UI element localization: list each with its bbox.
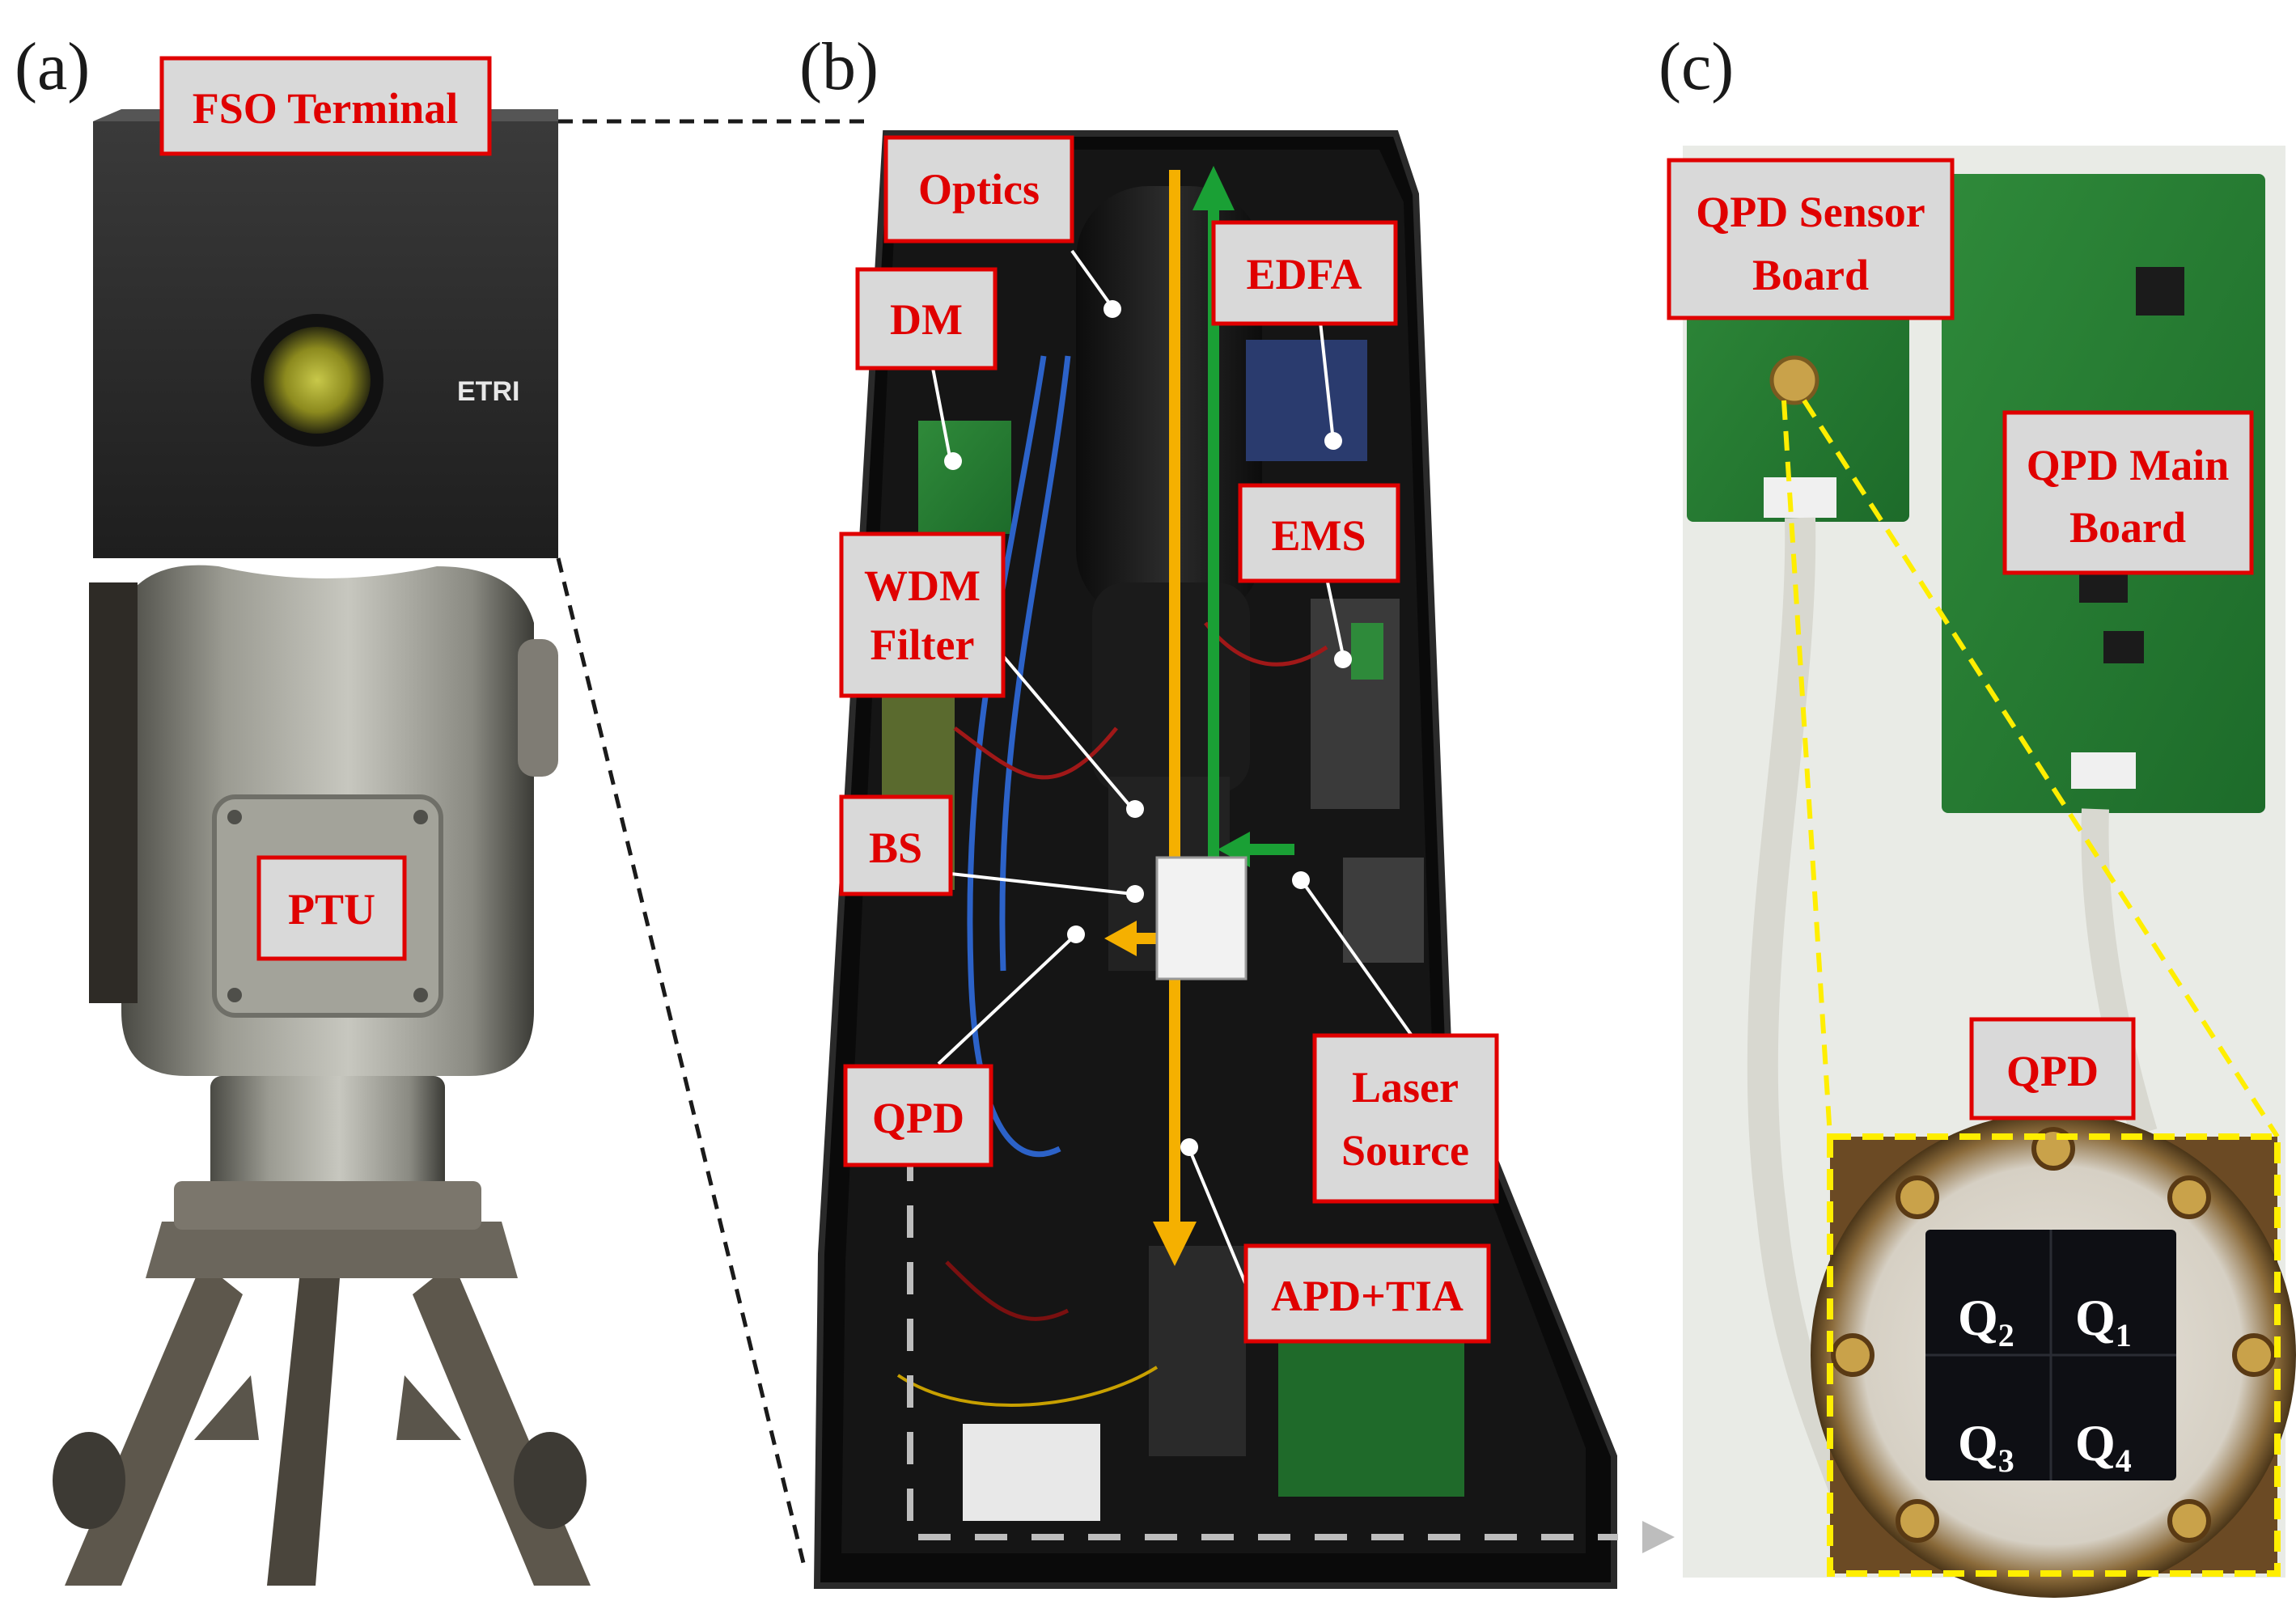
label-optics: Optics (883, 135, 1074, 244)
panel-a: (a) (15, 29, 591, 1586)
zoom-line-qpd-right (1802, 399, 2280, 1138)
label-ems: EMS (1238, 483, 1400, 583)
label-edfa: EDFA (1211, 220, 1398, 326)
qpd-pins (1831, 1127, 2276, 1543)
panel-b-tag: (b) (799, 29, 879, 104)
label-wdm-filter-line2: Filter (871, 620, 975, 669)
panel-a-tag: (a) (15, 29, 90, 104)
apd-board (1149, 1246, 1246, 1456)
label-laser-source: Laser Source (1312, 1033, 1499, 1204)
zoom-line-bottom (556, 557, 807, 1570)
label-qpd-sensor-board: QPD Sensor Board (1667, 158, 1955, 320)
label-optics-text: Optics (918, 165, 1040, 214)
pointer-lines (931, 249, 1413, 1295)
label-fso-terminal: FSO Terminal (159, 56, 492, 156)
quadrant-q2: Q2 (1958, 1289, 2014, 1353)
label-qpd-main-board: QPD Main Board (2002, 410, 2254, 575)
label-qpd-b: QPD (843, 1064, 993, 1167)
label-qpd-sensor-board-line1: QPD Sensor (1696, 188, 1925, 236)
beamsplitter-cube (1155, 856, 1248, 981)
label-fso-terminal-text: FSO Terminal (193, 84, 459, 133)
terminal-logo: ETRI (457, 376, 519, 407)
label-qpd-sensor-board-line2: Board (1752, 251, 1869, 299)
label-laser-source-line2: Source (1341, 1126, 1469, 1175)
label-dm-text: DM (890, 295, 963, 344)
qpd-zoom-inset: Q2 Q1 Q3 Q4 (1811, 1112, 2296, 1598)
label-wdm-filter: WDM Filter (839, 532, 1006, 698)
grey-dashed-path (907, 1149, 1618, 1540)
panel-c-tag: (c) (1658, 29, 1734, 104)
grey-arrow-head (1642, 1521, 1675, 1553)
quadrant-q4: Q4 (2075, 1414, 2132, 1479)
terminal-lens (264, 327, 371, 434)
panel-b: (b) (799, 29, 1675, 1589)
label-bs-text: BS (869, 824, 922, 872)
label-dm: DM (855, 267, 998, 371)
panel-c: (c) (1658, 29, 2296, 1598)
controller-board (1278, 1335, 1464, 1497)
label-apd-tia: APD+TIA (1243, 1243, 1491, 1344)
label-qpd-main-board-line2: Board (2069, 503, 2186, 552)
label-ptu: PTU (256, 855, 407, 961)
label-qpd-main-board-line1: QPD Main (2027, 441, 2230, 489)
edfa-module (1246, 340, 1367, 461)
pointer-dots (944, 300, 1352, 1156)
label-qpd-c: QPD (1969, 1017, 2136, 1120)
fso-terminal-box: ETRI (93, 109, 558, 558)
label-ems-text: EMS (1271, 511, 1366, 560)
dm-board (918, 421, 1011, 534)
label-edfa-text: EDFA (1247, 250, 1362, 299)
label-qpd-c-text: QPD (2006, 1047, 2099, 1095)
label-ptu-text: PTU (288, 885, 375, 934)
label-qpd-b-text: QPD (872, 1094, 964, 1142)
label-bs: BS (839, 794, 953, 896)
tripod (53, 1222, 591, 1586)
label-wdm-filter-line1: WDM (864, 561, 981, 610)
quadrant-q1: Q1 (2075, 1289, 2132, 1353)
laser-source-block (1343, 858, 1424, 963)
label-laser-source-line1: Laser (1352, 1063, 1459, 1112)
label-apd-tia-text: APD+TIA (1271, 1272, 1464, 1320)
quadrant-q3: Q3 (1958, 1414, 2014, 1479)
